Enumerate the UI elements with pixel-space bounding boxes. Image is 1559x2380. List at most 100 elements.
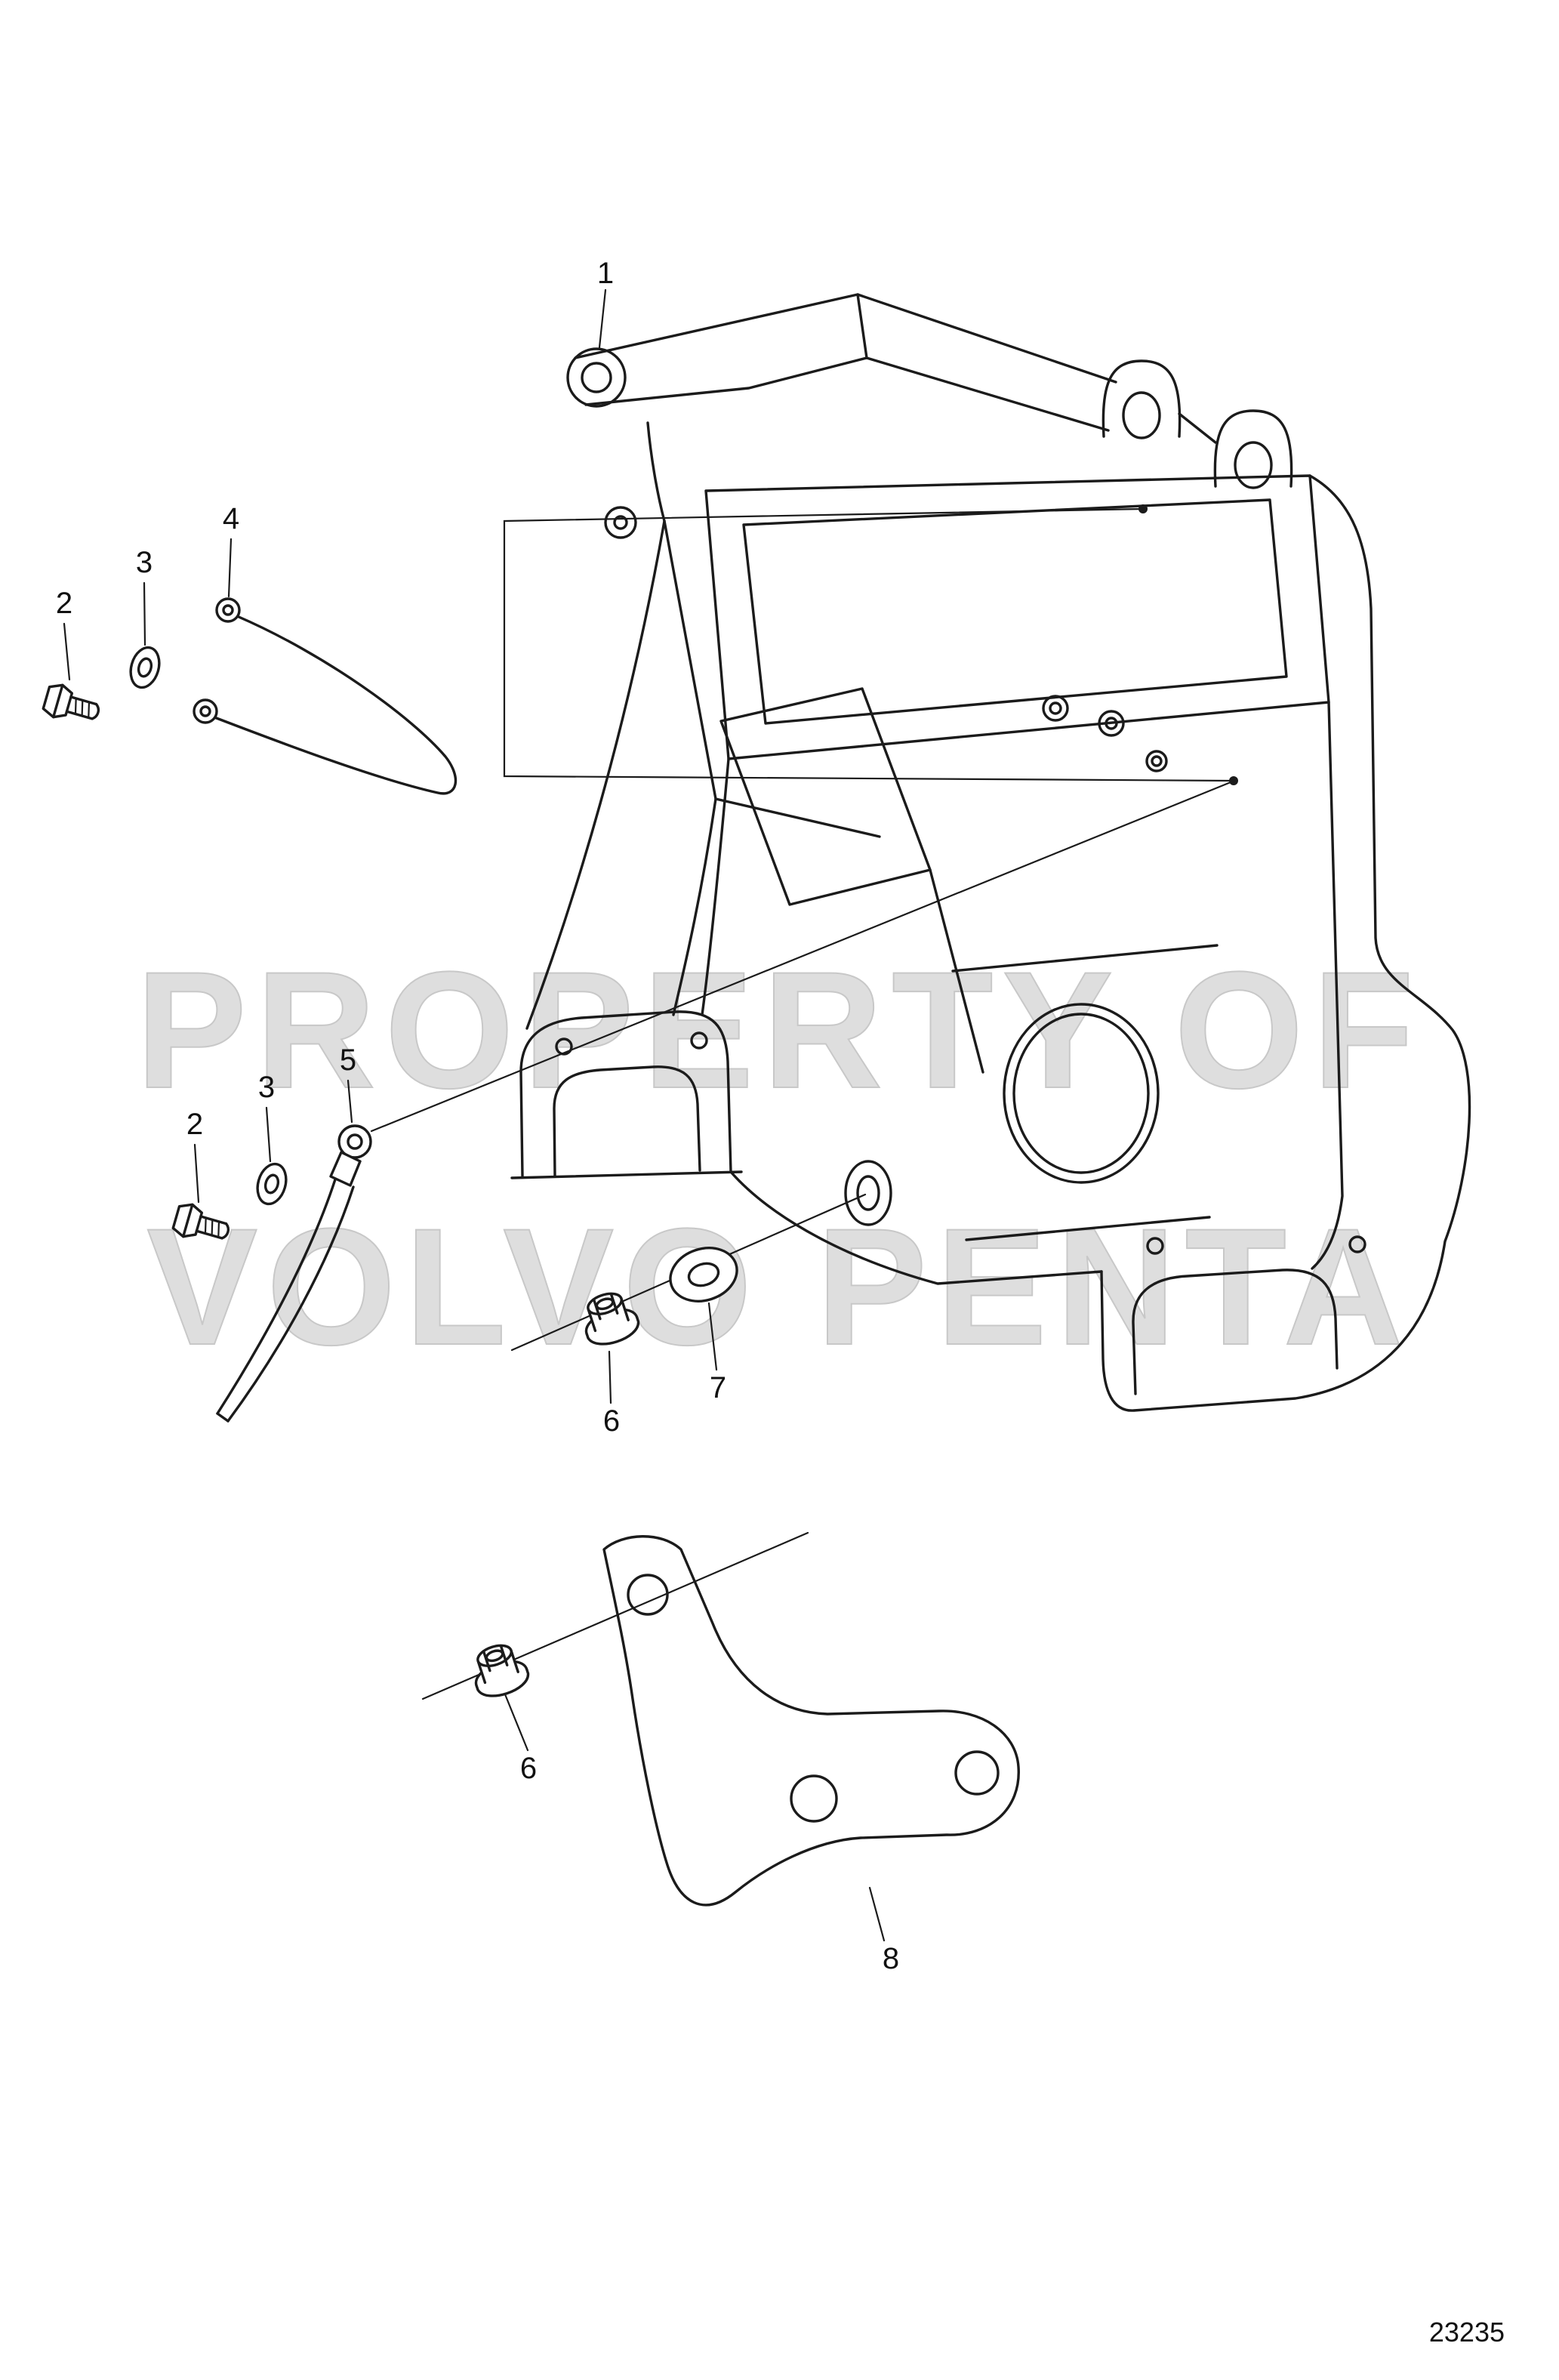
clamp-eyelet-1 xyxy=(215,597,241,623)
screw-shank xyxy=(195,1215,230,1240)
bracket-left-foot-hole-right xyxy=(690,1031,708,1050)
cable-wire-end xyxy=(216,1412,230,1423)
cable-crimp-barrel xyxy=(329,1151,362,1187)
bracket-apex-edge xyxy=(856,293,868,359)
bracket-left-foot-outer xyxy=(519,1010,732,1178)
bracket-web-line-1 xyxy=(663,519,881,838)
bracket-right-foot-hole-right xyxy=(1348,1235,1366,1253)
callout-7: 7 xyxy=(710,1371,726,1404)
callout-2-lower: 2 xyxy=(186,1108,203,1141)
bracket-gusset-plate xyxy=(719,687,932,906)
screw-shank xyxy=(65,695,100,720)
nut-flange-side xyxy=(475,1667,530,1697)
bracket-large-bore-outer xyxy=(1003,1003,1160,1184)
callout-3-lower: 3 xyxy=(258,1071,275,1104)
clamp-loop xyxy=(213,615,458,795)
bracket-boss-saddle xyxy=(1178,412,1217,444)
screw-part-2-upper xyxy=(42,683,100,720)
washer-inner xyxy=(137,657,153,678)
bracket-boss-2 xyxy=(1213,409,1293,488)
bracket-plate-line-bottom xyxy=(965,1216,1211,1241)
callout-1: 1 xyxy=(597,257,614,290)
clamp-eyelet-2 xyxy=(193,698,218,724)
bracket-left-edge xyxy=(525,421,666,1030)
leader-callout-1 xyxy=(598,288,607,349)
bracket-right-foot-arch xyxy=(1132,1269,1339,1395)
support-bracket-hole-center xyxy=(790,1774,838,1823)
bracket-boss-1-hole xyxy=(1122,391,1161,439)
bracket-window-inner xyxy=(742,498,1288,725)
bracket-boss-2-hole xyxy=(1234,441,1273,489)
main-bracket-part-1 xyxy=(510,293,1471,1412)
washer-inner xyxy=(263,1173,280,1195)
leader-callout-2-upper xyxy=(63,622,71,681)
support-bracket-outline xyxy=(602,1535,1020,1907)
leader-callout-6-lower xyxy=(504,1693,529,1752)
washer-part-3-lower xyxy=(256,1162,288,1206)
cable-wire-edge-2 xyxy=(226,1185,355,1423)
leader-ground-cable xyxy=(370,781,1232,1133)
nut-facets xyxy=(482,1644,509,1672)
bracket-web-line-2 xyxy=(672,797,717,1016)
bracket-stud-hole-outer xyxy=(844,1160,892,1226)
washer-inner xyxy=(687,1262,720,1287)
bracket-left-foot-base xyxy=(510,1170,743,1179)
leader-callout-2-lower xyxy=(193,1143,200,1204)
bracket-stud-hole-inner xyxy=(856,1175,880,1211)
bracket-web-line-4 xyxy=(701,757,730,1016)
leader-callout-6-upper xyxy=(608,1350,612,1404)
bracket-mid-hole-2-inner xyxy=(1105,717,1118,730)
bracket-upper-left-hole-outer xyxy=(604,506,637,539)
cable-ring-terminal-hole xyxy=(347,1133,363,1150)
screw-head-facet xyxy=(182,1203,194,1238)
bracket-upper-left-hole-inner xyxy=(613,515,628,530)
support-bracket-hole-left xyxy=(627,1574,669,1616)
bracket-plate-line-top xyxy=(951,944,1219,973)
bracket-right-inner-wall xyxy=(1311,701,1344,1270)
bracket-mid-hole-2-outer xyxy=(1098,710,1125,737)
callout-6-lower: 6 xyxy=(520,1752,537,1785)
bracket-arm-flange xyxy=(566,347,627,408)
flat-washer-part-7 xyxy=(669,1247,738,1303)
nut-flange-side xyxy=(585,1315,640,1346)
callout-5: 5 xyxy=(340,1044,356,1077)
flange-nut-part-6-lower xyxy=(474,1644,530,1697)
bracket-arm-hole xyxy=(581,362,612,393)
screw-part-2-lower xyxy=(171,1203,230,1240)
callout-labels: 1 2 3 4 2 3 5 6 7 6 8 xyxy=(56,257,899,1975)
callout-8: 8 xyxy=(883,1942,899,1975)
support-bracket-part-8 xyxy=(602,1535,1020,1907)
clamp-eyelet-1-hole xyxy=(222,604,234,616)
bracket-left-foot-arch xyxy=(553,1065,701,1178)
support-bracket-hole-right xyxy=(954,1750,1000,1796)
bracket-top-ridge xyxy=(574,293,1117,384)
washer-part-3-upper xyxy=(129,646,161,689)
bracket-bottom-contour xyxy=(729,1170,1103,1285)
washer-outer xyxy=(669,1247,738,1303)
leader-clamp-group xyxy=(503,507,1235,782)
drawing-number: 23235 xyxy=(1428,2317,1505,2348)
leader-dot-lower xyxy=(1229,776,1238,785)
leader-callout-5 xyxy=(347,1079,353,1124)
bracket-left-foot-hole-left xyxy=(555,1037,573,1056)
bracket-mid-hole-3-inner xyxy=(1151,755,1163,767)
clamp-eyelet-2-hole xyxy=(199,705,211,717)
screw-head-facet xyxy=(52,683,64,719)
bracket-mid-hole-1-outer xyxy=(1042,695,1069,722)
leader-callout-4 xyxy=(227,538,233,598)
leader-lines xyxy=(63,288,1238,1942)
ground-cable-part-5 xyxy=(216,1124,372,1423)
leader-callout-3-lower xyxy=(265,1106,272,1163)
leader-callout-3-upper xyxy=(143,581,146,646)
leader-callout-8 xyxy=(868,1886,886,1942)
bracket-lower-ridge xyxy=(584,356,1110,432)
bracket-mid-hole-1-inner xyxy=(1049,701,1062,715)
washer-outer xyxy=(256,1162,288,1206)
screw-threads xyxy=(74,697,91,719)
callout-6-upper: 6 xyxy=(603,1404,620,1438)
cable-wire-edge-1 xyxy=(216,1178,337,1415)
bracket-right-foot-hole-left xyxy=(1146,1237,1164,1255)
callout-3-upper: 3 xyxy=(136,546,153,579)
